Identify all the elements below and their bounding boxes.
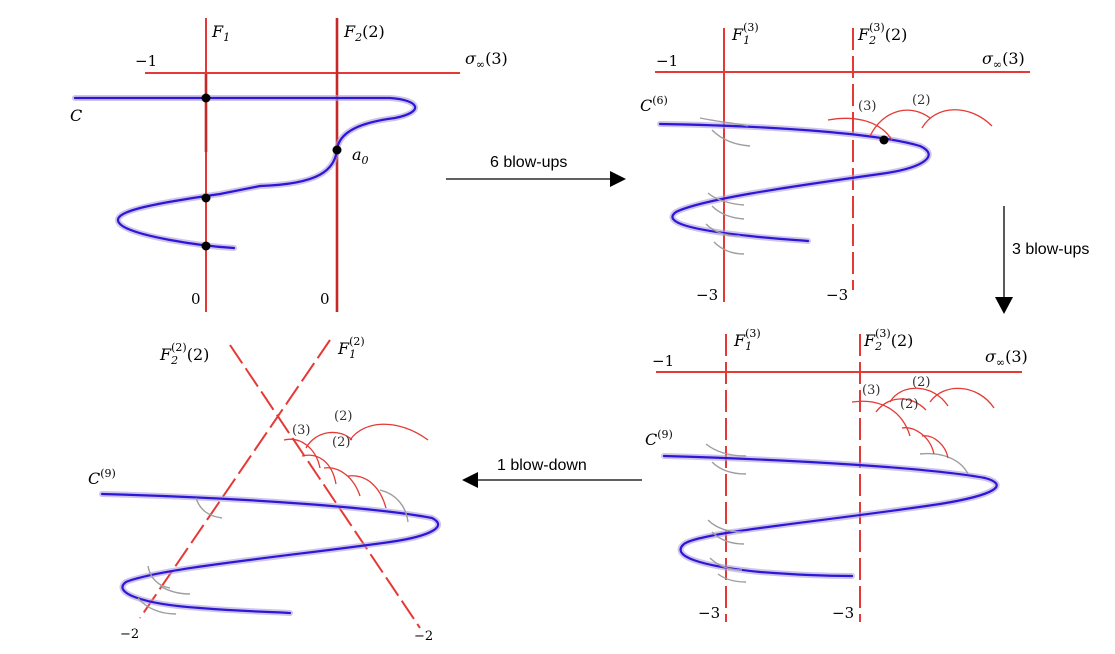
label-f1: F1(2) — [337, 335, 365, 361]
fiber-f2-line — [229, 344, 421, 629]
exceptional-curve-gray — [717, 573, 747, 583]
exceptional-curve-red — [875, 398, 927, 413]
label-weight-3: (3) — [292, 423, 310, 438]
exceptional-curve-red — [827, 117, 893, 141]
arrow-one-blow-down: 1 blow-down — [462, 457, 642, 488]
intersection-point — [879, 135, 889, 145]
label-f2: F2(2) — [343, 22, 385, 44]
exceptional-curve-gray — [137, 597, 177, 615]
label-weight-2: (2) — [334, 409, 352, 424]
exceptional-curve-gray — [711, 531, 745, 545]
arrow-three-blow-ups: 3 blow-ups — [995, 206, 1089, 314]
arrow-label-three-blow-ups: 3 blow-ups — [1012, 241, 1089, 258]
exceptional-curve-red — [349, 423, 429, 441]
exceptional-curve-gray — [147, 565, 171, 589]
label-self-intersection-left: −2 — [120, 627, 139, 642]
label-sigma-infinity: σ∞(3) — [982, 49, 1025, 71]
intersection-point — [201, 241, 211, 251]
panel-initial-configuration: F1 F2(2) σ∞(3) −1 C a0 0 0 — [70, 18, 508, 312]
label-curve-c: C — [70, 106, 82, 125]
label-c9: C(9) — [88, 467, 116, 488]
fiber-f1-line — [139, 339, 331, 619]
label-zero-right: 0 — [320, 290, 330, 308]
exceptional-curve-gray — [711, 129, 751, 147]
arrow-label-one-blow-down: 1 blow-down — [497, 457, 587, 474]
exceptional-curve-gray — [709, 557, 743, 571]
curve-c9 — [662, 454, 998, 578]
exceptional-curve-gray — [159, 585, 191, 595]
curve-c9 — [100, 492, 440, 615]
exceptional-curve-red — [929, 387, 995, 409]
label-self-intersection-right: −3 — [832, 604, 854, 622]
label-a0: a0 — [352, 145, 369, 167]
curve-c — [73, 96, 417, 250]
curve-c-halo — [72, 95, 419, 251]
intersection-point — [332, 145, 342, 155]
exceptional-curve-gray — [711, 461, 747, 475]
label-weight-2: (2) — [900, 397, 918, 412]
label-weight-3: (3) — [858, 99, 876, 114]
label-self-intersection-right: −3 — [826, 286, 848, 304]
exceptional-curve-red — [851, 400, 911, 437]
label-sigma-infinity: σ∞(3) — [985, 347, 1028, 369]
panel-after-blow-down: C(9) F2(2)(2) F1(2) (3) (2) (2) −2 −2 — [88, 335, 441, 644]
exceptional-curve-red — [901, 427, 935, 455]
label-minus-one: −1 — [652, 352, 674, 370]
exceptional-curve-gray — [195, 497, 223, 519]
label-self-intersection-left: −3 — [696, 286, 718, 304]
exceptional-curve-gray — [705, 443, 747, 457]
intersection-point — [201, 193, 211, 203]
exceptional-curve-red — [305, 431, 353, 449]
exceptional-curve-gray — [379, 489, 409, 523]
curve-c6-halo — [657, 121, 932, 244]
label-f2: F2(3)(2) — [857, 21, 907, 47]
label-weight-2: (2) — [912, 93, 930, 108]
exceptional-curve-gray — [713, 241, 745, 255]
exceptional-curve-gray — [707, 519, 743, 533]
label-weight-3: (3) — [862, 383, 880, 398]
curve-c6 — [658, 122, 930, 243]
label-minus-one: −1 — [656, 52, 678, 70]
panel-after-six-blow-ups: C(6) F1(3) F2(3)(2) σ∞(3) −1 (3) (2) −3 … — [640, 21, 1030, 304]
label-self-intersection-left: −3 — [698, 604, 720, 622]
arrow-six-blow-ups: 6 blow-ups — [446, 154, 626, 187]
label-weight-2: (2) — [332, 435, 350, 450]
label-c6: C(6) — [640, 94, 668, 115]
label-f1: F1(3) — [733, 327, 761, 353]
exceptional-curve-gray — [699, 117, 749, 127]
label-sigma-infinity: σ∞(3) — [465, 49, 508, 71]
exceptional-curve-red — [921, 109, 993, 129]
panel-after-nine-blow-ups: C(9) F1(3) F2(3)(2) σ∞(3) −1 (3) (2) (2)… — [645, 327, 1028, 622]
exceptional-curve-gray — [705, 223, 741, 237]
exceptional-curve-red — [323, 467, 361, 497]
exceptional-curve-red — [889, 387, 949, 407]
label-c9: C(9) — [645, 428, 673, 449]
exceptional-curve-red — [869, 109, 931, 137]
label-weight-2: (2) — [912, 375, 930, 390]
label-f2: F2(3)(2) — [863, 327, 913, 353]
exceptional-curve-red — [347, 475, 387, 509]
label-f2: F2(2)(2) — [159, 341, 209, 367]
exceptional-curve-gray — [707, 192, 745, 206]
label-f1: F1 — [211, 22, 230, 44]
arrow-label-six-blow-ups: 6 blow-ups — [490, 154, 567, 171]
label-f1: F1(3) — [731, 21, 759, 47]
label-self-intersection-right: −2 — [414, 629, 433, 644]
exceptional-curve-red — [283, 438, 321, 469]
exceptional-curve-red — [301, 454, 337, 485]
intersection-point — [201, 93, 211, 103]
label-minus-one: −1 — [135, 52, 157, 70]
exceptional-curve-gray — [711, 205, 745, 220]
label-zero-left: 0 — [191, 290, 201, 308]
exceptional-curve-red — [921, 435, 949, 459]
curve-c9-halo — [661, 453, 1000, 579]
